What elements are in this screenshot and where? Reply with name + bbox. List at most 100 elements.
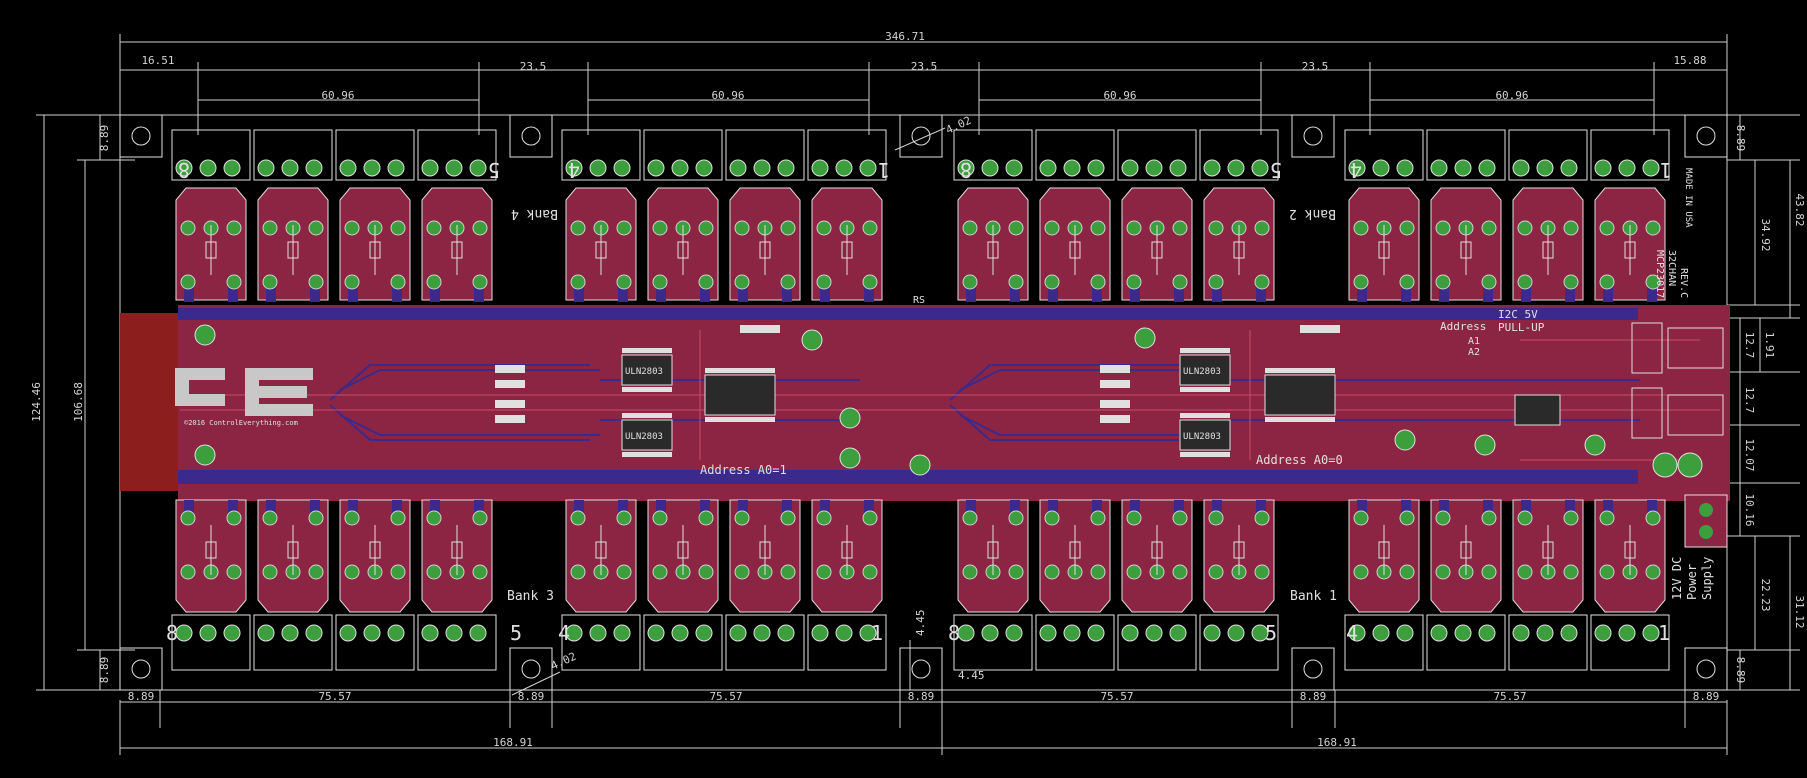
ch-bot-1-a: 1: [871, 621, 883, 645]
relay-4: [417, 129, 497, 302]
relay-27: [1117, 499, 1197, 671]
power-label-1: 12V DC: [1670, 557, 1684, 600]
capacitors: [194, 324, 1703, 478]
rs-label: RS: [913, 295, 925, 306]
dim-bottom-7: 8.89: [1300, 690, 1327, 703]
relay-16: [1590, 129, 1670, 302]
relay-5: [561, 129, 641, 302]
dim-right-pitch: 1.91: [1763, 332, 1776, 359]
relay-21: [561, 499, 641, 671]
made-in-label: MADE IN USA: [1683, 168, 1693, 228]
relay-28: [1199, 499, 1279, 671]
relay-18: [253, 499, 333, 671]
dim-seg-4: 60.96: [711, 89, 744, 102]
dim-angled-bottom: 4.02: [549, 650, 579, 673]
mounting-holes: [119, 114, 1728, 691]
relay-25: [953, 499, 1033, 671]
silkscreen-text: Bank 1 Bank 2 Bank 3 Bank 4 Address A0=1…: [184, 168, 1714, 604]
address-right-label: Address A0=0: [1256, 453, 1343, 467]
relay-7: [725, 129, 805, 302]
power-pad-1: [1699, 503, 1713, 517]
bank-4-label: Bank 4: [511, 206, 558, 221]
channel-numbers: 8 5 4 1 8 5 4 1 8 5 4 1 8 5 4 1: [166, 158, 1672, 645]
relay-17: [171, 499, 251, 671]
ch-bot-1-b: 1: [1658, 621, 1670, 645]
uln-label-1: ULN2803: [625, 367, 663, 377]
uln-label-2: ULN2803: [625, 432, 663, 442]
ch-top-5-a: 5: [488, 158, 500, 182]
address-left-label: Address A0=1: [700, 463, 787, 477]
dim-seg-3: 23.5: [520, 60, 547, 73]
bus-trace-top: [178, 308, 1638, 320]
dim-right-lower: 22.23: [1759, 578, 1772, 611]
power-pad-2: [1699, 525, 1713, 539]
dim-bottom-2: 75.57: [318, 690, 351, 703]
dim-right-bottom: 8.89: [1734, 657, 1747, 684]
relay-9: [953, 129, 1033, 302]
bus-trace-bottom: [178, 470, 1638, 484]
dim-bottom-6: 75.57: [1100, 690, 1133, 703]
dim-bottom-3: 8.89: [518, 690, 545, 703]
dim-right-top: 8.89: [1734, 125, 1747, 152]
relay-26: [1035, 499, 1115, 671]
relay-31: [1508, 499, 1588, 671]
power-terminal: [1684, 494, 1728, 548]
dim-overall: 346.71: [885, 30, 925, 43]
ch-bot-5-a: 5: [510, 621, 522, 645]
ch-top-5-b: 5: [1270, 158, 1282, 182]
dim-angled-top: 4.02: [944, 114, 974, 137]
central-bus: [178, 305, 1730, 501]
relay-22: [643, 499, 723, 671]
a2-label: A2: [1468, 347, 1480, 358]
ch-bot-5-b: 5: [1265, 621, 1277, 645]
ic-chips: [621, 354, 1561, 451]
ch-top-4-a: 4: [568, 158, 580, 182]
a1-label: A1: [1468, 336, 1480, 347]
ch-top-1-a: 1: [878, 158, 890, 182]
dim-left-top: 8.89: [98, 125, 111, 152]
dim-bottom-5: 8.89: [908, 690, 935, 703]
bank-2-label: Bank 2: [1289, 206, 1336, 221]
dim-right-lower-outer: 31.12: [1793, 595, 1806, 628]
relay-20: [417, 499, 497, 671]
model-label-2: 32CHAN: [1666, 250, 1677, 286]
relay-layer: [171, 129, 1670, 671]
relay-24: [807, 499, 887, 671]
i2c-pullup-label-1: I2C 5V: [1498, 308, 1538, 321]
dim-center-small-1: 4.45: [914, 610, 927, 637]
relay-32: [1590, 499, 1670, 671]
dim-seg-6: 60.96: [1103, 89, 1136, 102]
dim-bottom-8: 75.57: [1493, 690, 1526, 703]
relay-13: [1344, 129, 1424, 302]
relay-11: [1117, 129, 1197, 302]
relay-14: [1426, 129, 1506, 302]
uln-label-4: ULN2803: [1183, 432, 1221, 442]
relay-15: [1508, 129, 1588, 302]
rev-label: REV.C: [1678, 268, 1689, 298]
dim-bottom-1: 8.89: [128, 690, 155, 703]
uln-label-3: ULN2803: [1183, 367, 1221, 377]
ch-bot-4-a: 4: [558, 621, 570, 645]
power-label-2: Power: [1685, 564, 1699, 600]
dim-right-mid3: 12.07: [1743, 438, 1756, 471]
relay-2: [253, 129, 333, 302]
dim-right-mid2: 12.7: [1743, 387, 1756, 414]
relay-6: [643, 129, 723, 302]
ic-pad-rows: [495, 325, 1340, 457]
relay-12: [1199, 129, 1279, 302]
dim-left-inner: 106.68: [72, 382, 85, 422]
dim-left-total: 124.46: [30, 382, 43, 422]
ch-bot-4-b: 4: [1346, 621, 1358, 645]
relay-10: [1035, 129, 1115, 302]
relay-30: [1426, 499, 1506, 671]
bus-fine-traces: [180, 330, 1720, 461]
bank-3-label: Bank 3: [507, 589, 554, 604]
relay-29: [1344, 499, 1424, 671]
ch-top-8-b: 8: [960, 158, 972, 182]
ce-logo: [175, 368, 313, 416]
relay-23: [725, 499, 805, 671]
dim-seg-5: 23.5: [911, 60, 938, 73]
i2c-headers: [1631, 322, 1724, 439]
dim-bottom-9: 8.89: [1693, 690, 1720, 703]
